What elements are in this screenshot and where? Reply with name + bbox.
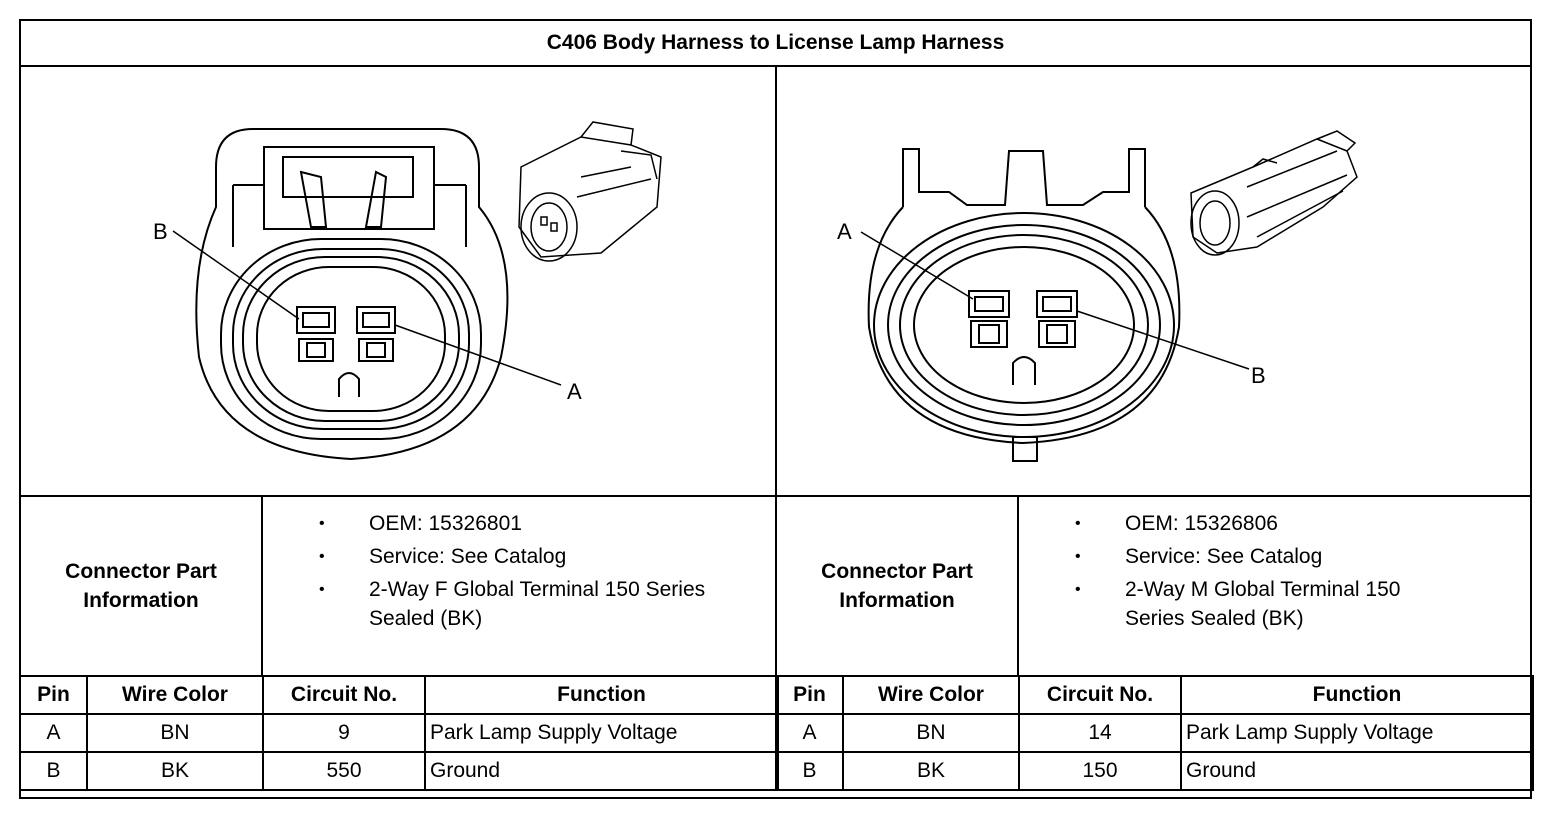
table-header-row: Pin Wire Color Circuit No. Function	[775, 675, 1534, 715]
male-pin-table: Pin Wire Color Circuit No. Function A BN…	[775, 675, 1534, 791]
wire-color-cell: BK	[842, 751, 1020, 791]
male-part-info-list: • OEM: 15326806 • Service: See Catalog • 2-…	[1019, 509, 1530, 637]
circuit-cell: 150	[1018, 751, 1182, 791]
female-terminal-a	[356, 306, 396, 362]
male-connector-frame	[902, 148, 1146, 207]
bullet-icon: •	[1075, 548, 1081, 565]
female-latch	[263, 146, 435, 230]
pin-cell: A	[19, 713, 88, 753]
male-callout-b: B	[1251, 363, 1266, 388]
female-terminal-b	[296, 306, 336, 362]
function-cell: Ground	[424, 751, 779, 791]
female-seal-ring-outer	[220, 238, 482, 440]
bullet-icon: •	[319, 581, 325, 598]
column-header: Pin	[775, 675, 844, 715]
column-header: Wire Color	[842, 675, 1020, 715]
column-header: Circuit No.	[1018, 675, 1182, 715]
female-connector-body	[195, 128, 509, 461]
table-row: A BN 9 Park Lamp Supply Voltage	[19, 713, 779, 753]
oem-number: OEM: 15326801	[369, 512, 522, 535]
female-connector-diagram: B A	[153, 121, 662, 461]
list-item: • OEM: 15326801	[263, 509, 775, 538]
wire-color-cell: BN	[842, 713, 1020, 753]
male-part-info: Connector Part Information • OEM: 1532680…	[777, 495, 1530, 677]
info-label-line2: Information	[839, 589, 955, 612]
bullet-icon: •	[319, 548, 325, 565]
circuit-cell: 14	[1018, 713, 1182, 753]
list-item: • OEM: 15326806	[1019, 509, 1530, 538]
male-connector-3d-view	[1190, 130, 1358, 256]
connector-sheet: C406 Body Harness to License Lamp Harnes…	[19, 19, 1534, 799]
female-part-info-list: • OEM: 15326801 • Service: See Catalog • 2-…	[263, 509, 775, 637]
female-part-info-label: Connector Part Information	[21, 497, 263, 675]
function-cell: Park Lamp Supply Voltage	[1180, 713, 1534, 753]
female-connector-3d-view	[518, 121, 662, 262]
connector-description: 2-Way M Global Terminal 150 Series Seale…	[1125, 578, 1401, 630]
list-item: • 2-Way F Global Terminal 150 Series Seal…	[263, 575, 775, 633]
info-label-line1: Connector Part	[65, 560, 217, 583]
connector-description: 2-Way F Global Terminal 150 Series Seale…	[369, 578, 706, 630]
column-header: Circuit No.	[262, 675, 426, 715]
table-row: B BK 150 Ground	[775, 751, 1534, 791]
info-label-line2: Information	[83, 589, 199, 612]
male-part-info-label: Connector Part Information	[777, 497, 1019, 675]
table-row: A BN 14 Park Lamp Supply Voltage	[775, 713, 1534, 753]
bullet-icon: •	[1075, 515, 1081, 532]
male-bottom-tab	[1012, 436, 1038, 462]
male-key	[1012, 356, 1036, 385]
pin-cell: A	[775, 713, 844, 753]
oem-number: OEM: 15326806	[1125, 512, 1278, 535]
bullet-icon: •	[1075, 581, 1081, 598]
function-cell: Ground	[1180, 751, 1534, 791]
female-callout-a: A	[567, 379, 582, 404]
pin-cell: B	[775, 751, 844, 791]
bullet-icon: •	[319, 515, 325, 532]
male-connector-pane: A B	[777, 67, 1530, 495]
table-header-row: Pin Wire Color Circuit No. Function	[19, 675, 779, 715]
male-connector-diagram: A B	[837, 130, 1358, 462]
circuit-cell: 9	[262, 713, 426, 753]
female-pin-table: Pin Wire Color Circuit No. Function A BN…	[19, 675, 779, 791]
column-header: Function	[424, 675, 779, 715]
female-key	[338, 372, 360, 397]
table-row: B BK 550 Ground	[19, 751, 779, 791]
column-header: Pin	[19, 675, 88, 715]
female-connector-pane: B A	[21, 67, 777, 495]
female-part-info: Connector Part Information • OEM: 1532680…	[21, 495, 777, 677]
function-cell: Park Lamp Supply Voltage	[424, 713, 779, 753]
service-info: Service: See Catalog	[369, 545, 567, 568]
column-header: Wire Color	[86, 675, 264, 715]
list-item: • Service: See Catalog	[1019, 542, 1530, 571]
info-label-line1: Connector Part	[821, 560, 973, 583]
service-info: Service: See Catalog	[1125, 545, 1323, 568]
column-header: Function	[1180, 675, 1534, 715]
wire-color-cell: BN	[86, 713, 264, 753]
circuit-cell: 550	[262, 751, 426, 791]
male-terminal-a	[968, 290, 1010, 348]
sheet-title: C406 Body Harness to License Lamp Harnes…	[21, 21, 1530, 67]
male-callout-a: A	[837, 219, 852, 244]
wire-color-cell: BK	[86, 751, 264, 791]
female-callout-b: B	[153, 219, 168, 244]
male-terminal-b	[1036, 290, 1078, 348]
list-item: • Service: See Catalog	[263, 542, 775, 571]
list-item: • 2-Way M Global Terminal 150 Series Seal…	[1019, 575, 1530, 633]
pin-cell: B	[19, 751, 88, 791]
